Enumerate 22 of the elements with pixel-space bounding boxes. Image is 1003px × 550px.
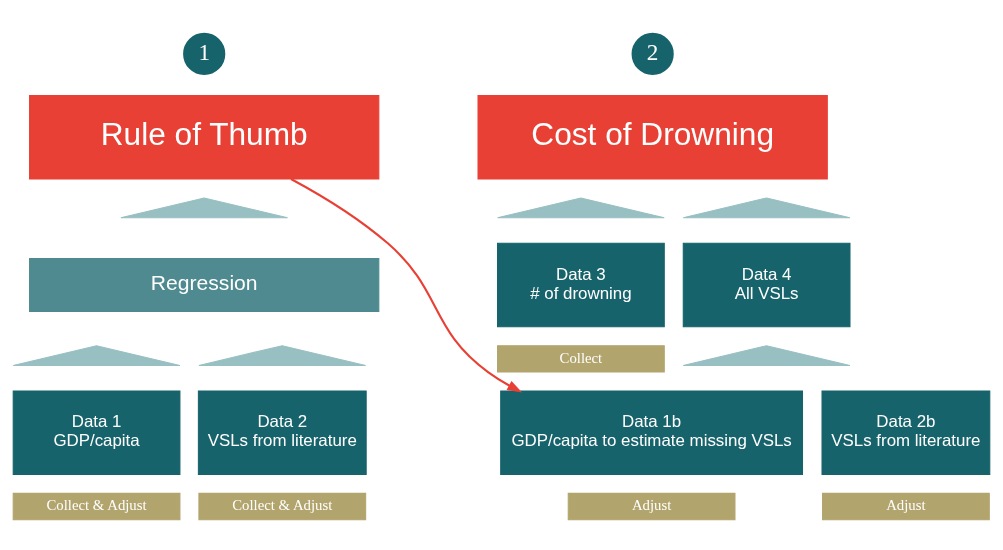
node-triangle xyxy=(497,196,665,218)
node-circle: 2 xyxy=(628,29,677,78)
node-box: Collect & Adjust xyxy=(198,492,367,520)
node-box: Data 1 GDP/capita xyxy=(12,390,181,475)
node-triangle xyxy=(12,344,181,366)
node-box: Data 4 All VSLs xyxy=(682,242,851,327)
node-triangle xyxy=(682,344,851,366)
node-box: Regression xyxy=(29,257,380,312)
node-triangle xyxy=(682,196,851,218)
node-box: Adjust xyxy=(822,492,990,520)
node-box: Data 2 VSLs from literature xyxy=(197,390,367,475)
node-triangle xyxy=(198,344,367,366)
node-box: Adjust xyxy=(567,492,736,520)
arrow xyxy=(290,177,523,392)
node-box: Collect & Adjust xyxy=(12,492,181,520)
node-box: Data 2b VSLs from literature xyxy=(821,390,991,475)
node-box: Data 3 # of drowning xyxy=(497,242,665,327)
node-triangle xyxy=(120,196,289,218)
node-box: Collect xyxy=(497,344,665,373)
node-box: Cost of Drowning xyxy=(477,94,828,179)
node-box: Rule of Thumb xyxy=(29,94,380,179)
node-box: Data 1b GDP/capita to estimate missing VSLs xyxy=(500,390,804,475)
